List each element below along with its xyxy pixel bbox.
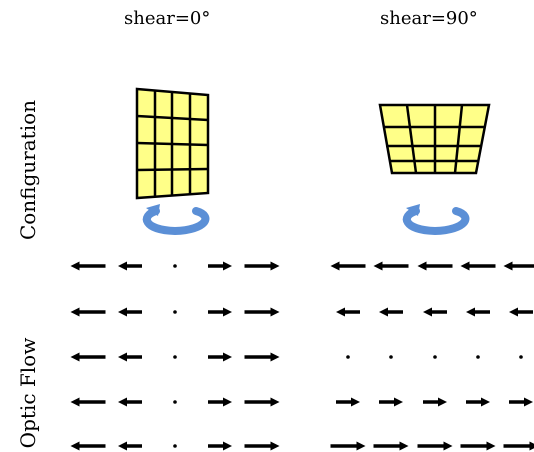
flow-right-r1-c0-arrow [336, 307, 360, 317]
flow-right-r0-c4-arrow [503, 261, 534, 271]
flow-left-r4-c1-arrow [118, 441, 142, 451]
flow-right-r0-c2-arrow [417, 261, 453, 271]
flow-left-r2-c1-arrow [118, 352, 142, 362]
flow-right-r1-c3-arrow [466, 307, 490, 317]
flow-right-r1-c2-arrow [423, 307, 447, 317]
left-configuration [135, 33, 210, 250]
flow-left-r4-c0-arrow [70, 441, 106, 451]
left-rotation-ring [143, 207, 210, 236]
flow-right-r3-c2-arrow [423, 397, 447, 407]
left-rotation-ring-tip [146, 204, 160, 216]
flow-left-r0-c4-arrow [244, 261, 280, 271]
flow-left-r4-c3-arrow [208, 441, 232, 451]
flow-left-r3-c2-dot [173, 400, 177, 404]
flow-right-r0-c1-arrow [373, 261, 409, 271]
column-title-shear-90: shear=90° [380, 8, 478, 29]
flow-left-r0-c1-arrow [118, 261, 142, 271]
optic-flow-rotation [70, 261, 280, 451]
flow-left-r2-c3-arrow [208, 352, 232, 362]
flow-left-r1-c2-dot [173, 310, 177, 314]
flow-left-r3-c0-arrow [70, 397, 106, 407]
optic-flow-shear [330, 261, 534, 451]
flow-left-r3-c1-arrow [118, 397, 142, 407]
flow-right-r1-c1-arrow [379, 307, 403, 317]
column-title-shear-0: shear=0° [124, 8, 211, 29]
flow-left-r2-c0-arrow [70, 352, 106, 362]
flow-right-r4-c3-arrow [460, 441, 496, 451]
flow-right-r3-c3-arrow [466, 397, 490, 407]
flow-right-r1-c4-arrow [509, 307, 533, 317]
flow-left-r4-c2-dot [173, 444, 177, 448]
right-configuration [378, 39, 491, 250]
flow-left-r4-c4-arrow [244, 441, 280, 451]
flow-right-r3-c1-arrow [379, 397, 403, 407]
flow-left-r0-c2-dot [173, 264, 177, 268]
flow-right-r2-c1-dot [389, 355, 393, 359]
flow-right-r4-c2-arrow [417, 441, 453, 451]
flow-left-r1-c1-arrow [118, 307, 142, 317]
flow-left-r1-c3-arrow [208, 307, 232, 317]
flow-right-r2-c4-dot [519, 355, 523, 359]
flow-left-r0-c3-arrow [208, 261, 232, 271]
flow-right-r0-c3-arrow [460, 261, 496, 271]
flow-left-r2-c2-dot [173, 355, 177, 359]
flow-right-r0-c0-arrow [330, 261, 366, 271]
flow-right-r4-c0-arrow [330, 441, 366, 451]
flow-left-r0-c0-arrow [70, 261, 106, 271]
flow-right-r4-c4-arrow [503, 441, 534, 451]
flow-left-r3-c3-arrow [208, 397, 232, 407]
flow-right-r4-c1-arrow [373, 441, 409, 451]
flow-left-r1-c0-arrow [70, 307, 106, 317]
flow-right-r2-c0-dot [346, 355, 350, 359]
flow-left-r1-c4-arrow [244, 307, 280, 317]
flow-right-r2-c3-dot [476, 355, 480, 359]
flow-left-r3-c4-arrow [244, 397, 280, 407]
flow-left-r2-c4-arrow [244, 352, 280, 362]
flow-right-r3-c4-arrow [509, 397, 533, 407]
right-rotation-ring-tip [406, 204, 420, 216]
flow-right-r2-c2-dot [433, 355, 437, 359]
flow-right-r3-c0-arrow [336, 397, 360, 407]
right-rotation-ring [403, 207, 470, 236]
